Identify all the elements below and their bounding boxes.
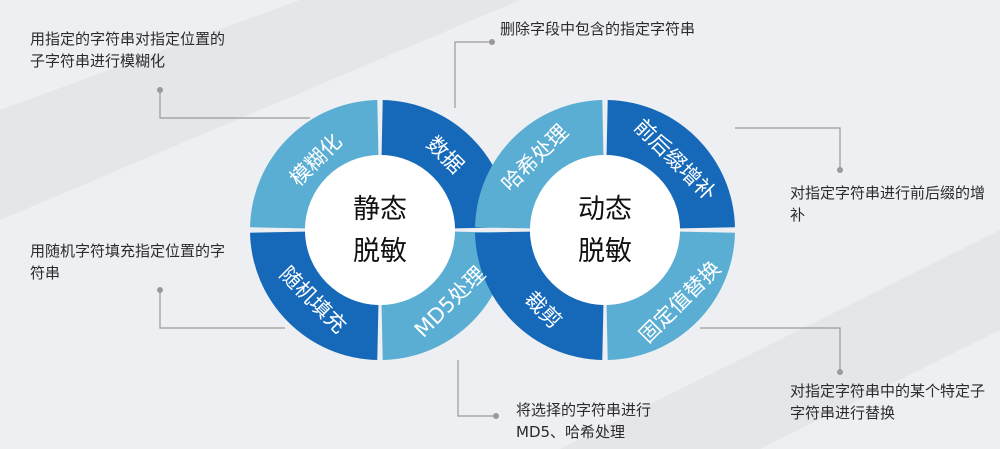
- segment-affix: [606, 100, 735, 229]
- bg-band-lower: [560, 230, 1000, 449]
- static-hub-line2: 脱敏: [353, 236, 407, 267]
- segment-data: [381, 100, 510, 229]
- connector-dot: [837, 167, 843, 173]
- static-hub-circle: [305, 155, 455, 305]
- dynamic-hub-line2: 脱敏: [578, 236, 632, 267]
- dynamic-hub-circle: [530, 155, 680, 305]
- bg-band-upper: [0, 0, 520, 220]
- note-md5: 将选择的字符串进行MD5、哈希处理: [516, 401, 652, 441]
- segment-crop: [475, 231, 604, 360]
- connector-dot: [157, 287, 163, 293]
- connector-fuzzy: [159, 90, 310, 119]
- segment-random-fill: [250, 231, 379, 360]
- note-random-fill: 用随机字符填充指定位置的字符串: [30, 242, 226, 282]
- note-fuzzy: 用指定的字符串对指定位置的子字符串进行模糊化: [30, 30, 226, 70]
- connector-dot: [493, 413, 499, 419]
- connector-dot: [837, 369, 843, 375]
- connector-lines: [157, 39, 843, 419]
- connector-affix: [735, 127, 841, 170]
- connector-delete: [454, 41, 492, 108]
- note-replace: 对指定字符串中的某个特定子字符串进行替换: [790, 382, 986, 422]
- connector-replace: [700, 327, 841, 372]
- note-affix: 对指定字符串进行前后缀的增补: [790, 184, 986, 224]
- ring-segments: [250, 100, 735, 360]
- note-delete: 删除字段中包含的指定字符串: [500, 20, 696, 38]
- connector-md5: [457, 360, 496, 417]
- segment-fuzzy: [250, 100, 379, 229]
- static-hub-line1: 静态: [353, 194, 407, 225]
- segment-fixed-replace: [606, 231, 735, 360]
- connector-dot: [489, 39, 495, 45]
- connector-random: [159, 290, 285, 329]
- connector-dot: [157, 87, 163, 93]
- segment-hash: [475, 100, 604, 229]
- dynamic-hub-line1: 动态: [578, 194, 632, 225]
- segment-md5: [381, 231, 510, 360]
